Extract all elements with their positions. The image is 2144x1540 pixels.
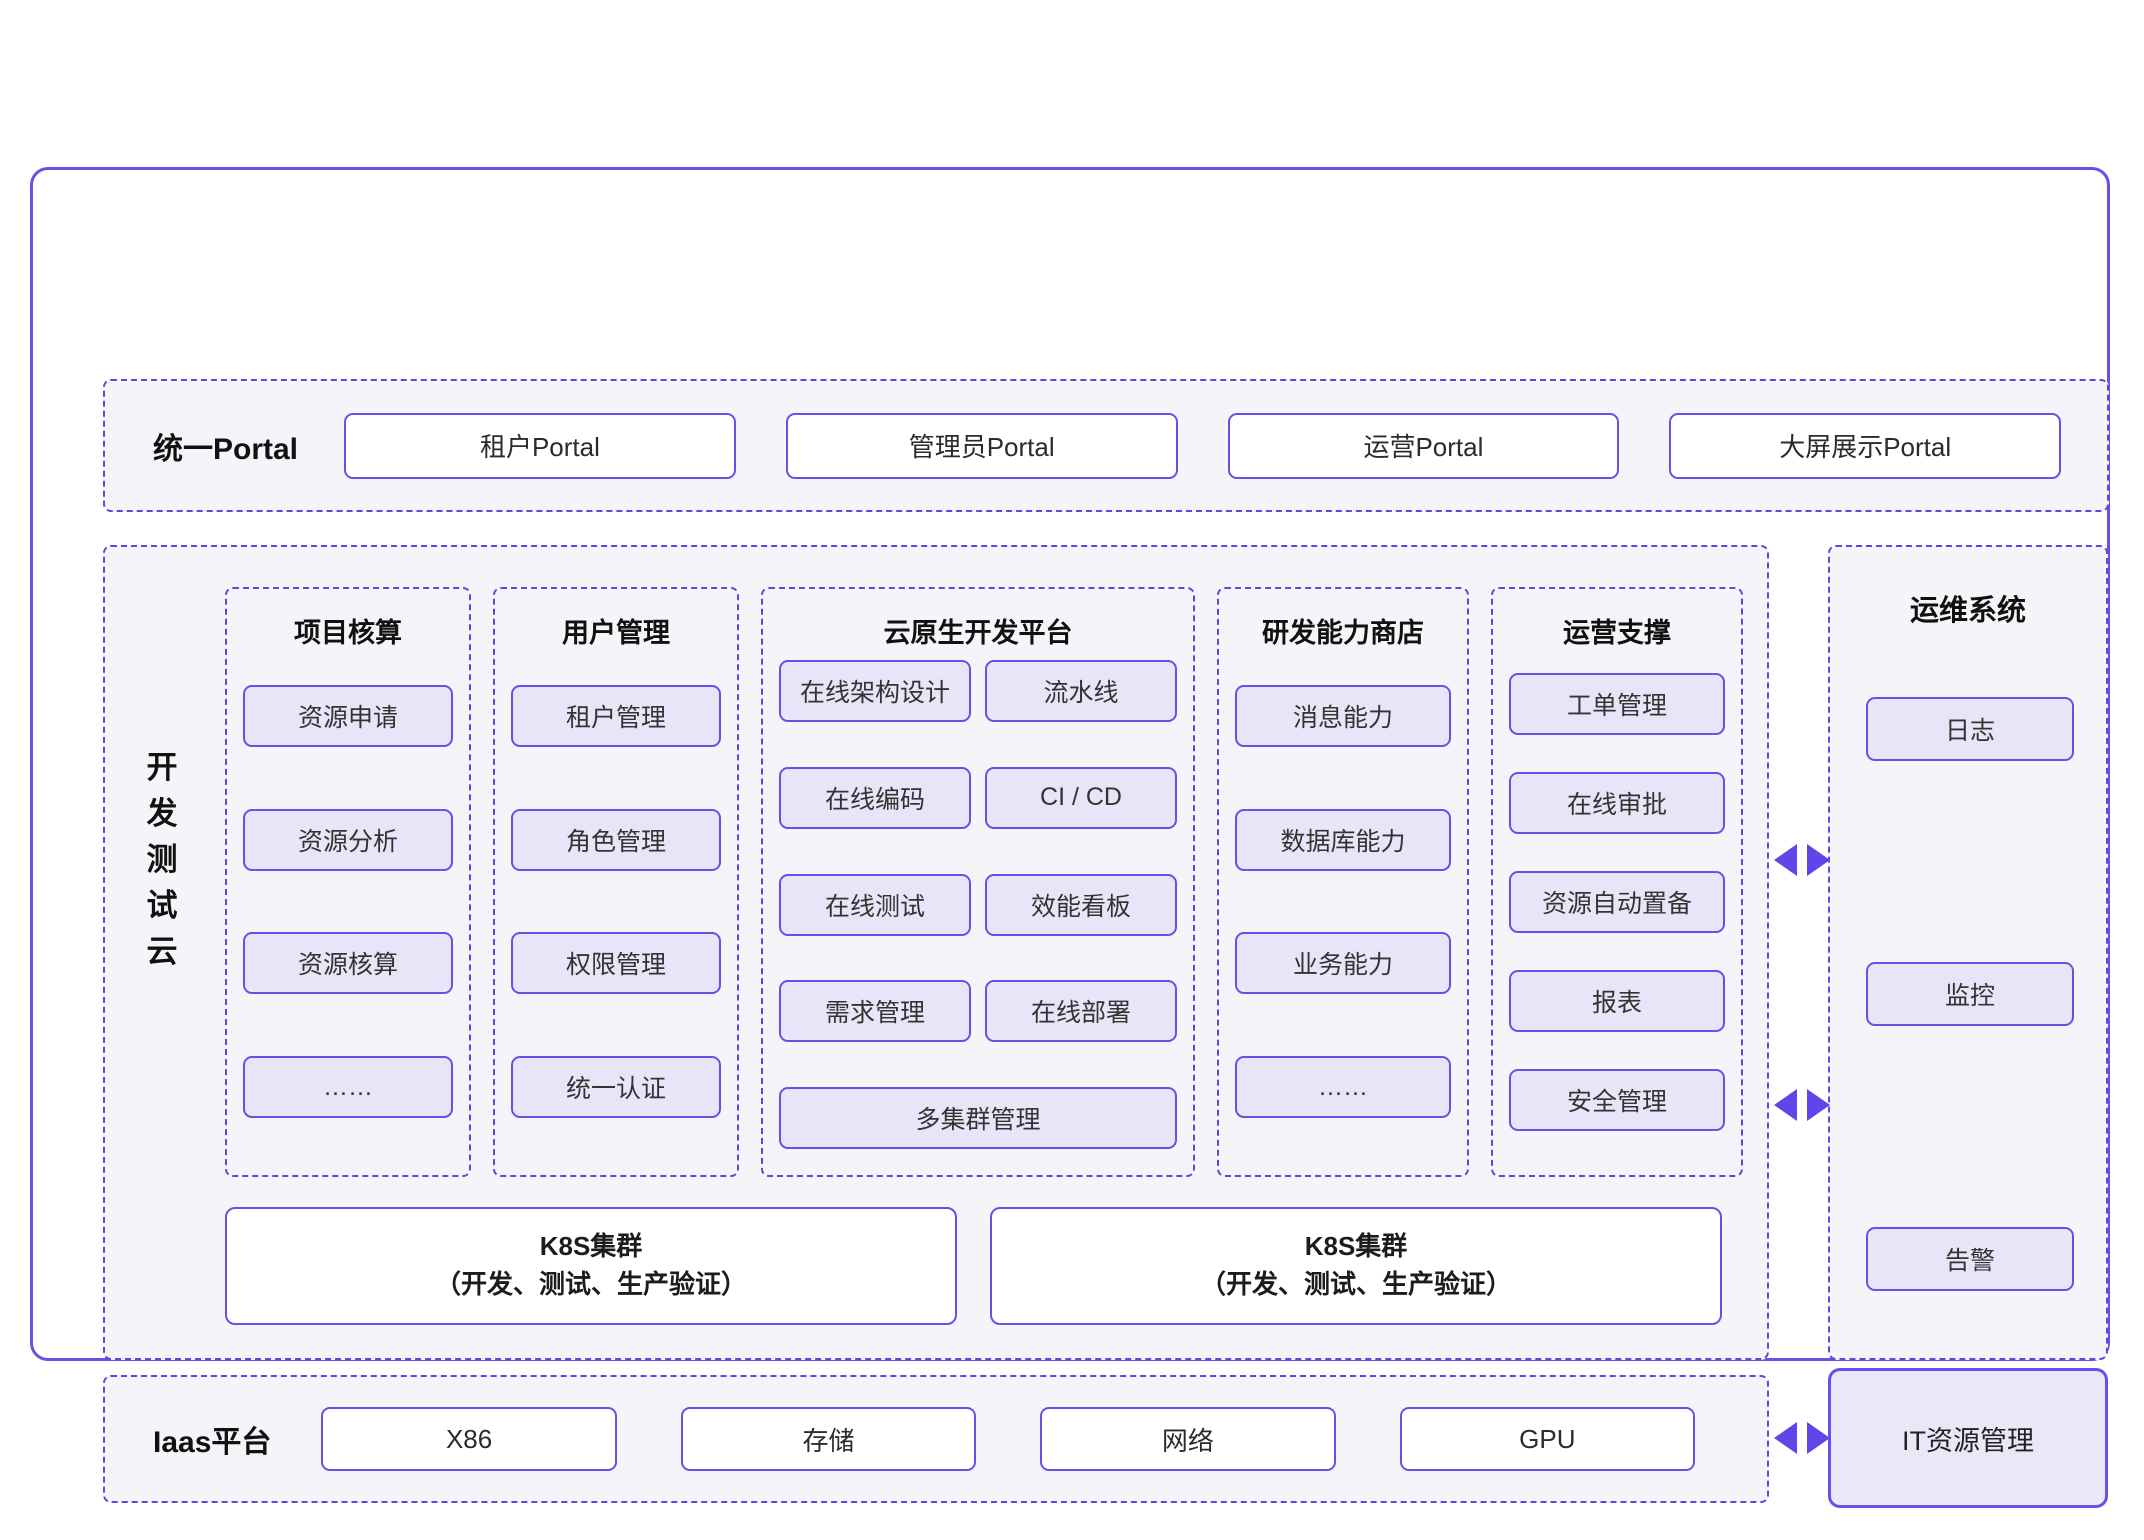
portal-box-bigscreen: 大屏展示Portal [1669,412,2062,479]
iaas-section: Iaas平台 X86 存储 网络 GPU [103,1375,1769,1503]
module-chip: 消息能力 [1235,684,1451,747]
column-title: 云原生开发平台 [883,618,1073,648]
k8s-cluster-box-2: K8S集群 （开发、测试、生产验证） [990,1207,1722,1325]
module-chip: 报表 [1509,969,1725,1032]
k8s-title: K8S集群 [539,1231,643,1262]
module-chip: 资源申请 [243,684,453,747]
portal-box-admin: 管理员Portal [785,412,1178,479]
module-chip: 数据库能力 [1235,808,1451,871]
portal-box-row: 租户Portal 管理员Portal 运营Portal 大屏展示Portal [344,412,2062,479]
ops-system-title: 运维系统 [1909,595,2026,627]
dev-test-cloud-label: 开发测试云 [146,750,178,969]
portal-box-operation: 运营Portal [1227,412,1620,479]
bidirectional-arrow-icon [1774,844,1830,876]
module-chip: CI / CD [985,766,1177,829]
architecture-diagram-container: 统一Portal 租户Portal 管理员Portal 运营Portal 大屏展… [30,167,2110,1508]
module-chip: 资源自动置备 [1509,870,1725,933]
dev-test-cloud-section: 开发测试云 项目核算 资源申请 资源分析 资源核算 …… 用户管理 租户管理 角… [103,545,1769,1360]
column-title: 项目核算 [294,618,402,648]
arrow-left-icon [1774,844,1797,876]
arrow-left-icon [1774,1089,1797,1121]
module-chip-multicluster: 多集群管理 [779,1087,1177,1149]
module-chip-ellipsis: …… [243,1056,453,1119]
iaas-box-x86: X86 [321,1407,617,1471]
module-chip: 统一认证 [511,1056,721,1119]
module-chip: 效能看板 [985,873,1177,936]
portal-box-tenant: 租户Portal [344,412,736,479]
arrow-right-icon [1807,1422,1830,1454]
portal-section-label: 统一Portal [153,432,299,466]
iaas-section-label: Iaas平台 [153,1426,272,1459]
module-chip: 租户管理 [511,684,721,747]
iaas-box-storage: 存储 [680,1407,977,1471]
module-chip: 角色管理 [511,808,721,871]
k8s-subtitle: （开发、测试、生产验证） [434,1269,747,1299]
k8s-title: K8S集群 [1304,1231,1408,1262]
module-columns: 项目核算 资源申请 资源分析 资源核算 …… 用户管理 租户管理 角色管理 权限… [225,587,1743,1177]
module-chip: 资源分析 [243,808,453,871]
module-chip: 业务能力 [1235,932,1451,995]
module-chip: 权限管理 [511,932,721,995]
portal-section: 统一Portal 租户Portal 管理员Portal 运营Portal 大屏展… [103,379,2109,512]
k8s-subtitle: （开发、测试、生产验证） [1199,1269,1512,1299]
iaas-box-row: X86 存储 网络 GPU [321,1407,1696,1471]
column-title: 运营支撑 [1563,618,1671,648]
module-chip: 在线编码 [779,766,971,829]
k8s-cluster-box-1: K8S集群 （开发、测试、生产验证） [225,1207,957,1325]
it-resource-mgmt-label: IT资源管理 [1902,1425,2034,1456]
column-cloud-native-platform: 云原生开发平台 在线架构设计 流水线 在线编码 CI / CD 在线测试 效能看… [761,587,1195,1177]
arrow-right-icon [1807,844,1830,876]
module-chip: 在线审批 [1509,771,1725,834]
column-title: 研发能力商店 [1262,618,1424,648]
module-chip: 在线架构设计 [779,660,971,722]
arrow-left-icon [1774,1422,1797,1454]
ops-system-section: 运维系统 日志 监控 告警 [1828,545,2108,1360]
ops-chip-monitor: 监控 [1866,962,2074,1026]
ops-chip-log: 日志 [1866,697,2074,761]
module-chip-ellipsis: …… [1235,1056,1451,1119]
it-resource-mgmt-box: IT资源管理 [1828,1368,2108,1508]
module-chip: 在线部署 [985,980,1177,1043]
bidirectional-arrow-icon [1774,1422,1830,1454]
ops-chip-alert: 告警 [1866,1227,2074,1291]
module-chip: 需求管理 [779,980,971,1043]
column-title: 用户管理 [562,618,670,648]
column-user-management: 用户管理 租户管理 角色管理 权限管理 统一认证 [493,587,739,1177]
module-chip: 在线测试 [779,873,971,936]
column-capability-store: 研发能力商店 消息能力 数据库能力 业务能力 …… [1217,587,1469,1177]
arrow-right-icon [1807,1089,1830,1121]
bidirectional-arrow-icon [1774,1089,1830,1121]
iaas-box-network: 网络 [1040,1407,1336,1471]
iaas-box-gpu: GPU [1399,1407,1696,1471]
column-project-accounting: 项目核算 资源申请 资源分析 资源核算 …… [225,587,471,1177]
module-chip: 工单管理 [1509,672,1725,735]
column-operation-support: 运营支撑 工单管理 在线审批 资源自动置备 报表 安全管理 [1491,587,1743,1177]
module-chip: 流水线 [985,660,1177,722]
module-chip: 资源核算 [243,932,453,995]
module-chip: 安全管理 [1509,1068,1725,1131]
